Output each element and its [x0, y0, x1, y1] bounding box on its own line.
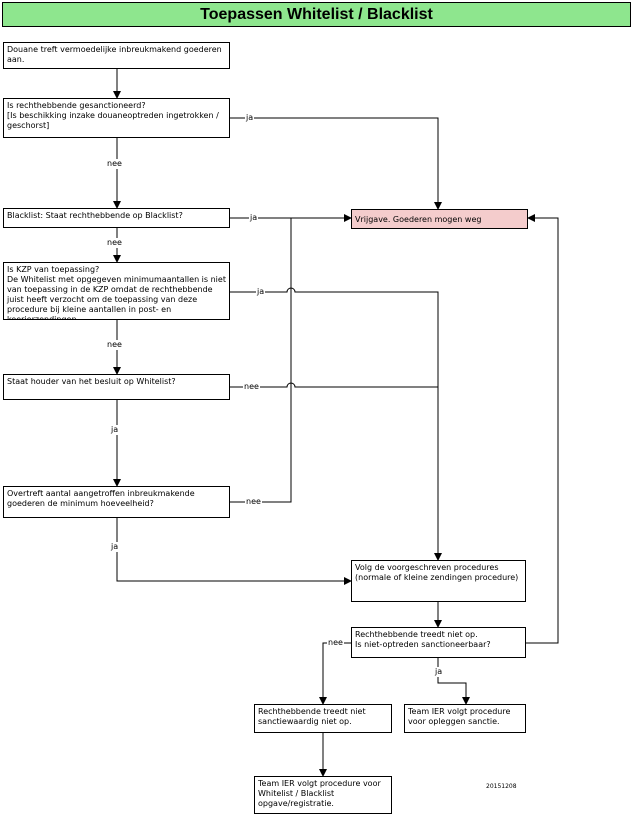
box-overtreft: Overtreft aantal aangetroffen inbreukmak… — [3, 486, 230, 518]
label-blacklist-nee: nee — [106, 238, 123, 248]
edge-treedt-nee — [319, 642, 351, 705]
label-whitelist-ja: ja — [110, 425, 120, 435]
box-kzp: Is KZP van toepassing? De Whitelist met … — [3, 262, 230, 320]
box-vrijgave: Vrijgave. Goederen mogen weg vervolgen. — [351, 209, 528, 229]
label-whitelist-nee: nee — [243, 382, 260, 392]
label-overtreft-ja: ja — [110, 542, 120, 552]
box-start: Douane treft vermoedelijke inbreukmakend… — [3, 42, 230, 69]
edge-overtreft-nee — [230, 218, 292, 503]
label-gesanctioneerd-nee: nee — [106, 159, 123, 169]
edge-whitelist-nee — [230, 382, 438, 388]
box-registratie: Team IER volgt procedure voor Whitelist … — [254, 776, 392, 814]
box-opleggen-sanctie: Team IER volgt procedure voor opleggen s… — [404, 704, 526, 733]
edge-kzp-ja — [230, 287, 442, 561]
label-gesanctioneerd-ja: ja — [245, 113, 255, 123]
box-treedt-niet-op: Rechthebbende treedt niet op. Is niet-op… — [351, 627, 526, 658]
box-blacklist: Blacklist: Staat rechthebbende op Blackl… — [3, 208, 230, 228]
box-niet-sanctiewaardig: Rechthebbende treedt niet sanctiewaardig… — [254, 704, 392, 733]
edge-overtreft-to-volg — [116, 518, 352, 585]
label-treedt-ja: ja — [434, 667, 444, 677]
label-blacklist-ja: ja — [249, 213, 259, 223]
label-kzp-nee: nee — [106, 340, 123, 350]
box-gesanctioneerd: Is rechthebbende gesanctioneerd? [Is bes… — [3, 98, 230, 138]
box-volg: Volg de voorgeschreven procedures (norma… — [351, 560, 526, 602]
edge-gesanctioneerd-ja — [230, 117, 442, 210]
edge-treedt-ja — [437, 658, 470, 705]
label-kzp-ja: ja — [256, 287, 266, 297]
label-overtreft-nee: nee — [245, 497, 262, 507]
label-treedt-nee: nee — [327, 638, 344, 648]
edge-treedt-to-vrijgave — [526, 214, 559, 644]
box-whitelist: Staat houder van het besluit op Whitelis… — [3, 374, 230, 400]
diagram-title: Toepassen Whitelist / Blacklist — [2, 2, 631, 27]
date-stamp: 20151208 — [486, 783, 517, 790]
